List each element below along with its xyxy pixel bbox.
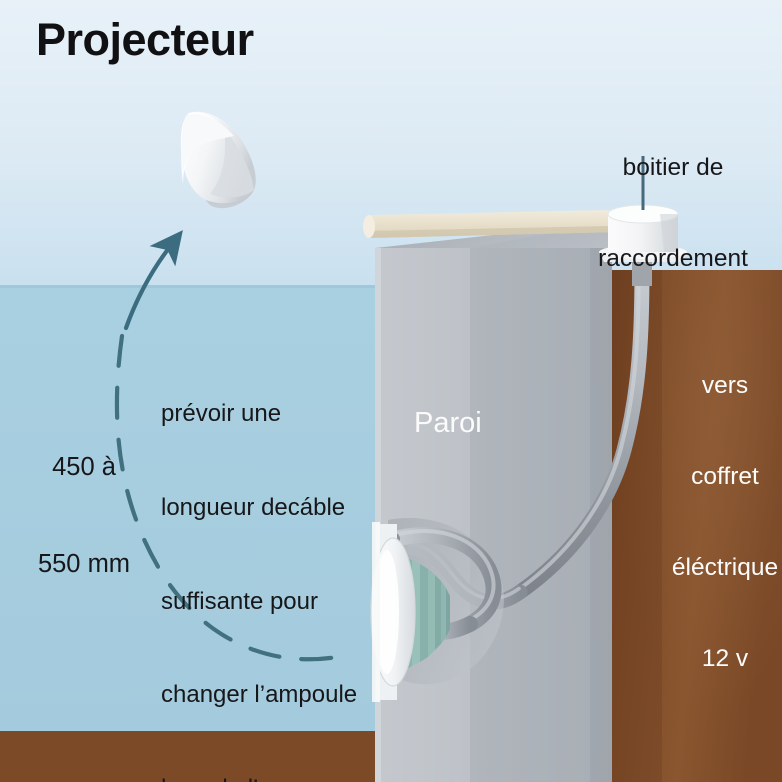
label-wall: Paroi xyxy=(414,407,482,439)
label-depth-measurement: 450 à 550 mm xyxy=(28,386,140,645)
label-junction-box-line-1: boitier de xyxy=(622,153,724,181)
label-cable-note-line-1: prévoir une xyxy=(161,400,282,428)
label-cable-note-line-4: changer l’ampoule xyxy=(161,681,358,709)
cable-niche-loop-highlight xyxy=(390,529,496,622)
cable-buried-run xyxy=(512,260,650,600)
junction-box-stem xyxy=(632,256,652,286)
projector-faceplate xyxy=(370,522,416,702)
label-to-electrical-panel: vers coffret éléctrique 12 v xyxy=(666,310,782,735)
wall-outer-band xyxy=(470,222,612,782)
label-junction-box: boitier de raccordement xyxy=(568,92,778,335)
label-cable-note-line-2: longueur decáble xyxy=(161,493,346,521)
label-depth-line-1: 450 à xyxy=(52,452,116,481)
wall-inner-band xyxy=(375,248,470,782)
cable-slack-dashed-path xyxy=(114,333,355,662)
label-to-panel-line-4: 12 v xyxy=(701,645,749,673)
label-cable-slack-note: prévoir une longueur decáble suffisante … xyxy=(161,336,357,782)
label-to-panel-line-3: éléctrique xyxy=(671,554,779,581)
coping-left-cap xyxy=(363,215,375,238)
label-cable-note-line-5: hors de l’eau xyxy=(161,773,357,782)
label-depth-line-2: 550 mm xyxy=(37,549,131,578)
earth-shadow-strip xyxy=(612,270,662,782)
wall-left-highlight xyxy=(375,248,381,782)
label-to-panel-line-1: vers xyxy=(701,371,749,399)
label-cable-note-line-3: suffisante pour xyxy=(161,587,318,615)
lift-arrow xyxy=(123,230,183,331)
cable-buried-highlight xyxy=(514,264,641,593)
page-title: Projecteur xyxy=(36,14,254,65)
projector-lamp-raised xyxy=(180,111,256,209)
label-to-panel-line-2: coffret xyxy=(691,462,759,490)
label-junction-box-line-2: raccordement xyxy=(598,244,748,272)
junction-box-body xyxy=(608,214,678,252)
coping-shadow-edge xyxy=(369,225,660,238)
junction-box xyxy=(599,204,687,286)
